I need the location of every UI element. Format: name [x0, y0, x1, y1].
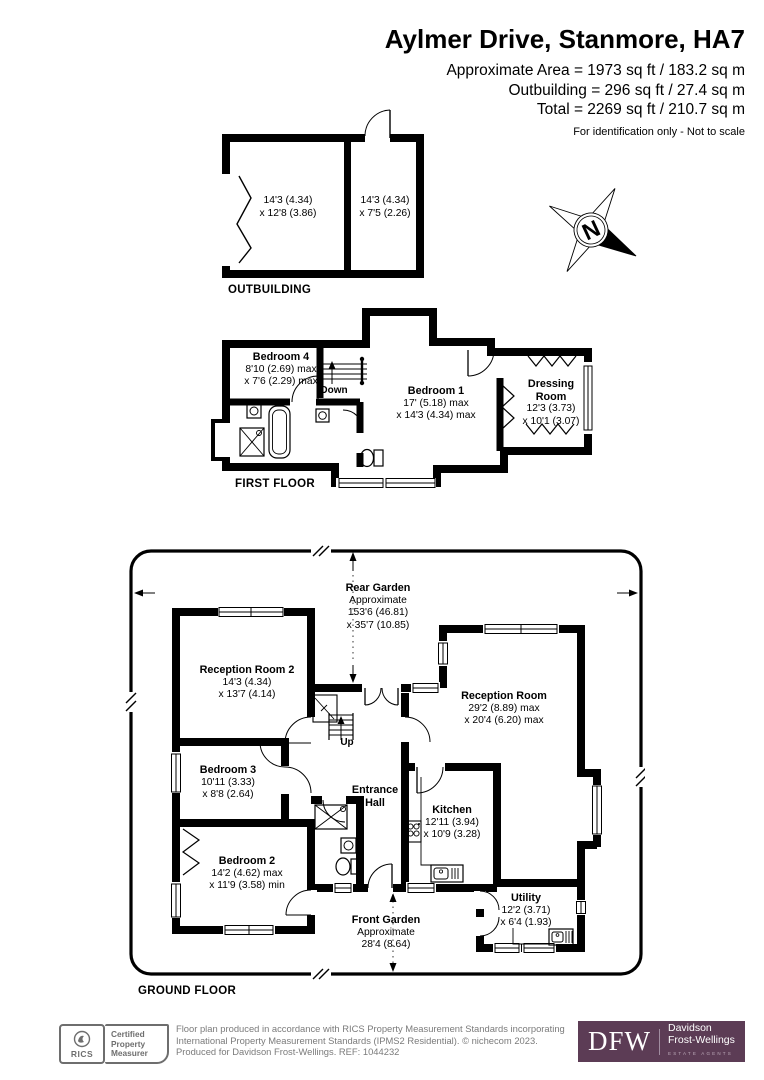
bedroom3-label: Bedroom 3 10'11 (3.33) x 8'8 (2.64) — [199, 764, 257, 800]
stairs-down-label: Down — [320, 385, 348, 396]
header: Aylmer Drive, Stanmore, HA7 Approximate … — [385, 24, 745, 138]
ground-floor-label: GROUND FLOOR — [138, 985, 237, 997]
area-line-total: Total = 2269 sq ft / 210.7 sq m — [536, 101, 745, 118]
footer: RICS Certified Property Measurer Floor p… — [0, 1015, 764, 1075]
area-summary: Approximate Area = 1973 sq ft / 183.2 sq… — [385, 61, 745, 120]
rics-logo: RICS — [59, 1024, 105, 1064]
reception-room-2-label: Reception Room 2 14'3 (4.34) x 13'7 (4.1… — [199, 664, 295, 700]
dressing-room-label: Dressing Room 12'3 (3.73) x 10'1 (3.07) — [522, 378, 580, 427]
dfw-agency-name: Davidson Frost-Wellings ESTATE AGENTS — [668, 1023, 735, 1060]
kitchen-label: Kitchen 12'11 (3.94) x 10'9 (3.28) — [423, 804, 481, 840]
disclaimer-text: Floor plan produced in accordance with R… — [176, 1023, 565, 1057]
dfw-tagline: ESTATE AGENTS — [668, 1051, 733, 1057]
bedroom2-label: Bedroom 2 14'2 (4.62) max x 11'9 (3.58) … — [209, 855, 285, 891]
area-line-outbuilding: Outbuilding = 296 sq ft / 27.4 sq m — [508, 81, 745, 99]
dfw-initials: DFW — [588, 1026, 651, 1056]
bedroom1-label: Bedroom 1 17' (5.18) max x 14'3 (4.34) m… — [396, 385, 476, 421]
reception-room-label: Reception Room 29'2 (8.89) max x 20'4 (6… — [461, 690, 547, 726]
front-garden-label: Front Garden Approximate 28'4 (8.64) — [351, 914, 421, 950]
identification-note: For identification only - Not to scale — [573, 125, 745, 138]
dfw-logo-divider — [659, 1028, 660, 1055]
rear-garden-label: Rear Garden Approximate 153'6 (46.81) x … — [345, 582, 411, 631]
outbuilding-plan — [220, 109, 424, 278]
dfw-agency-logo: DFW Davidson Frost-Wellings ESTATE AGENT… — [578, 1021, 745, 1062]
outbuilding-room1-label: 14'3 (4.34) x 12'8 (3.86) — [259, 195, 317, 219]
north-compass-icon: N — [549, 188, 637, 272]
rics-certified-badge: RICS Certified Property Measurer — [59, 1024, 169, 1064]
entrance-hall-label: Entrance Hall — [351, 784, 399, 809]
page-title: Aylmer Drive, Stanmore, HA7 — [384, 24, 745, 54]
outbuilding-floor-label: OUTBUILDING — [228, 284, 312, 296]
rics-cert-text: Certified Property Measurer — [105, 1024, 169, 1064]
area-line-total-internal: Approximate Area = 1973 sq ft / 183.2 sq… — [446, 62, 745, 79]
utility-label: Utility 12'2 (3.71) x 6'4 (1.93) — [500, 892, 552, 928]
first-floor-plan — [211, 308, 594, 488]
outbuilding-room2-label: 14'3 (4.34) x 7'5 (2.26) — [359, 195, 411, 219]
bedroom4-label: Bedroom 4 8'10 (2.69) max x 7'6 (2.29) m… — [244, 351, 318, 387]
first-floor-label: FIRST FLOOR — [235, 478, 315, 490]
stairs-up-label: Up — [340, 737, 354, 748]
ground-floor-plan — [125, 545, 645, 980]
rics-lion-icon — [73, 1030, 91, 1047]
